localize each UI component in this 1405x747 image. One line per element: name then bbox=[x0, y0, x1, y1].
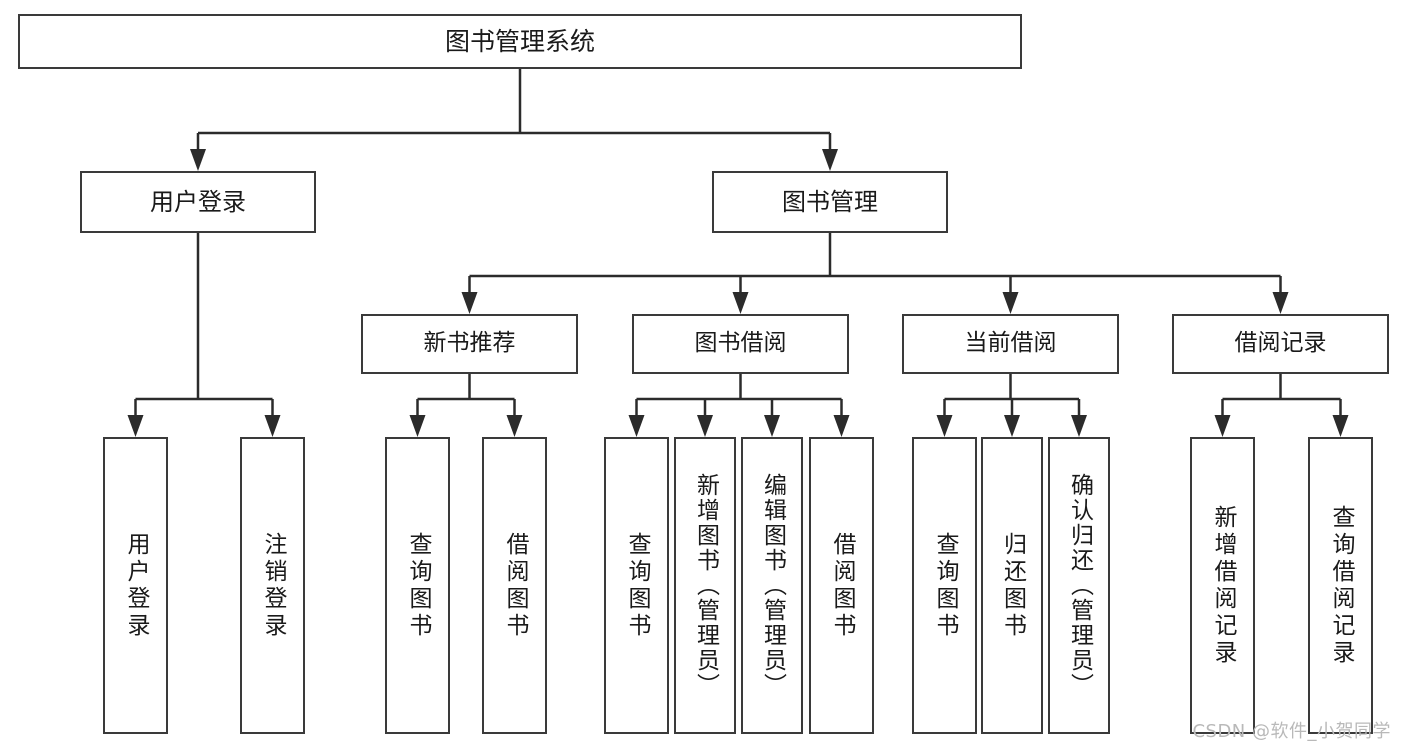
node-label: 新增借阅记录 bbox=[1210, 504, 1236, 667]
arrow-head bbox=[732, 292, 749, 314]
arrow-head bbox=[628, 415, 645, 437]
level3-node-borrow-record[interactable]: 借阅记录 bbox=[1172, 314, 1389, 374]
leaf-node-leaf-br-add-record[interactable]: 新增借阅记录 bbox=[1190, 437, 1255, 734]
node-label: 图书管理系统 bbox=[444, 26, 595, 56]
arrow-head bbox=[764, 415, 780, 437]
level3-node-new-book-rec[interactable]: 新书推荐 bbox=[361, 314, 578, 374]
leaf-node-leaf-user-login[interactable]: 用户登录 bbox=[103, 437, 168, 734]
node-label: 注销登录 bbox=[260, 531, 286, 640]
leaf-node-leaf-bb-add-book[interactable]: 新增图书（管理员） bbox=[674, 437, 736, 734]
level3-node-book-borrow[interactable]: 图书借阅 bbox=[632, 314, 849, 374]
arrow-head bbox=[833, 415, 850, 437]
leaf-node-leaf-bb-edit-book[interactable]: 编辑图书（管理员） bbox=[741, 437, 803, 734]
arrow-head bbox=[1332, 415, 1349, 437]
node-label: 借阅记录 bbox=[1234, 330, 1327, 357]
arrow-head bbox=[1002, 292, 1019, 314]
node-label: 图书管理 bbox=[782, 187, 878, 216]
watermark-label: CSDN @软件_小贺同学 bbox=[1192, 721, 1391, 742]
node-label: 查询图书 bbox=[624, 531, 650, 640]
arrow-head bbox=[1004, 415, 1020, 437]
node-label: 查询图书 bbox=[932, 531, 958, 640]
node-label: 新增图书（管理员） bbox=[692, 473, 719, 698]
level2-node-book-manage[interactable]: 图书管理 bbox=[712, 171, 948, 233]
node-label: 图书借阅 bbox=[694, 330, 787, 357]
leaf-node-leaf-bb-borrow-book[interactable]: 借阅图书 bbox=[809, 437, 874, 734]
arrow-head bbox=[506, 415, 523, 437]
leaf-node-leaf-user-logout[interactable]: 注销登录 bbox=[240, 437, 305, 734]
arrow-head bbox=[1214, 415, 1231, 437]
arrow-head bbox=[697, 415, 713, 437]
node-label: 借阅图书 bbox=[829, 531, 855, 640]
arrow-head bbox=[822, 149, 838, 171]
leaf-node-leaf-bb-query-book[interactable]: 查询图书 bbox=[604, 437, 669, 734]
leaf-node-leaf-cb-confirm-return[interactable]: 确认归还（管理员） bbox=[1048, 437, 1110, 734]
node-label: 借阅图书 bbox=[502, 531, 528, 640]
arrow-head bbox=[127, 415, 144, 437]
node-label: 编辑图书（管理员） bbox=[759, 473, 786, 698]
arrow-head bbox=[1071, 415, 1087, 437]
node-label: 确认归还（管理员） bbox=[1066, 473, 1093, 698]
node-label: 新书推荐 bbox=[423, 330, 516, 357]
node-label: 查询借阅记录 bbox=[1328, 504, 1354, 667]
leaf-node-leaf-rec-query-book[interactable]: 查询图书 bbox=[385, 437, 450, 734]
arrow-head bbox=[190, 149, 206, 171]
node-label: 归还图书 bbox=[999, 531, 1026, 640]
leaf-node-leaf-br-query-record[interactable]: 查询借阅记录 bbox=[1308, 437, 1373, 734]
leaf-node-leaf-rec-borrow-book[interactable]: 借阅图书 bbox=[482, 437, 547, 734]
arrow-head bbox=[936, 415, 953, 437]
leaf-node-leaf-cb-query-book[interactable]: 查询图书 bbox=[912, 437, 977, 734]
node-label: 用户登录 bbox=[150, 187, 246, 216]
arrow-head bbox=[264, 415, 281, 437]
arrow-head bbox=[409, 415, 426, 437]
root-node-root[interactable]: 图书管理系统 bbox=[18, 14, 1022, 69]
node-label: 用户登录 bbox=[123, 531, 149, 640]
node-label: 查询图书 bbox=[405, 531, 431, 640]
level2-node-user-login[interactable]: 用户登录 bbox=[80, 171, 316, 233]
arrow-head bbox=[461, 292, 478, 314]
level3-node-current-borrow[interactable]: 当前借阅 bbox=[902, 314, 1119, 374]
leaf-node-leaf-cb-return-book[interactable]: 归还图书 bbox=[981, 437, 1043, 734]
node-label: 当前借阅 bbox=[964, 330, 1057, 357]
arrow-head bbox=[1272, 292, 1289, 314]
